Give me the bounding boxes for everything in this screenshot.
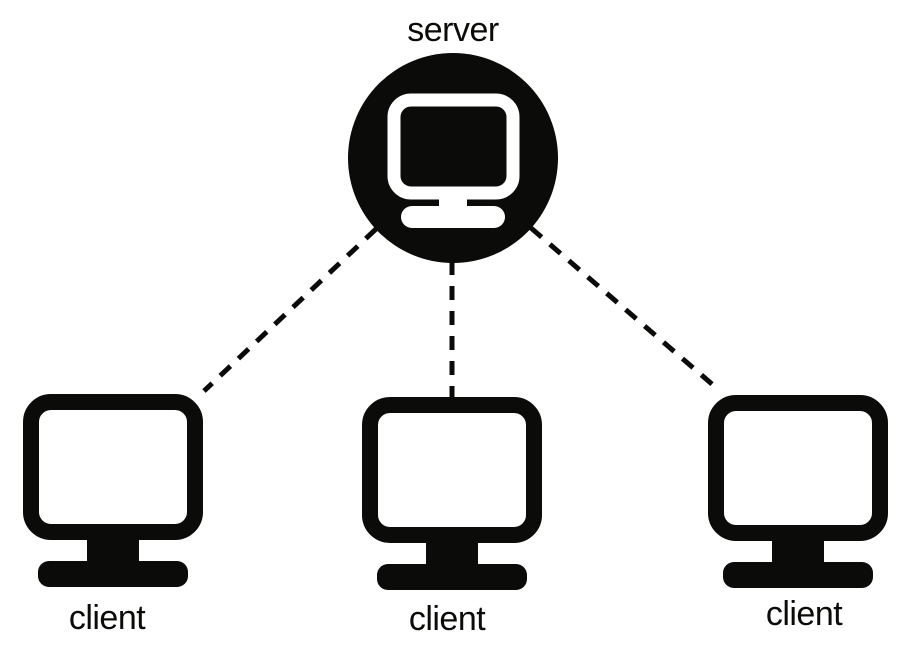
client-node-2 [362,397,542,590]
client-node-3 [708,395,888,588]
server-node [348,53,558,263]
client-label-1: client [68,599,146,637]
monitor-icon [362,397,542,590]
monitor-icon [23,394,203,587]
monitor-icon [708,395,888,588]
connection-server-to-client-right [529,226,722,393]
client-node-1 [23,394,203,587]
monitor-icon [348,53,558,263]
client-label-2: client [408,600,486,638]
client-label-3: client [765,595,843,633]
server-label: server [407,11,499,49]
